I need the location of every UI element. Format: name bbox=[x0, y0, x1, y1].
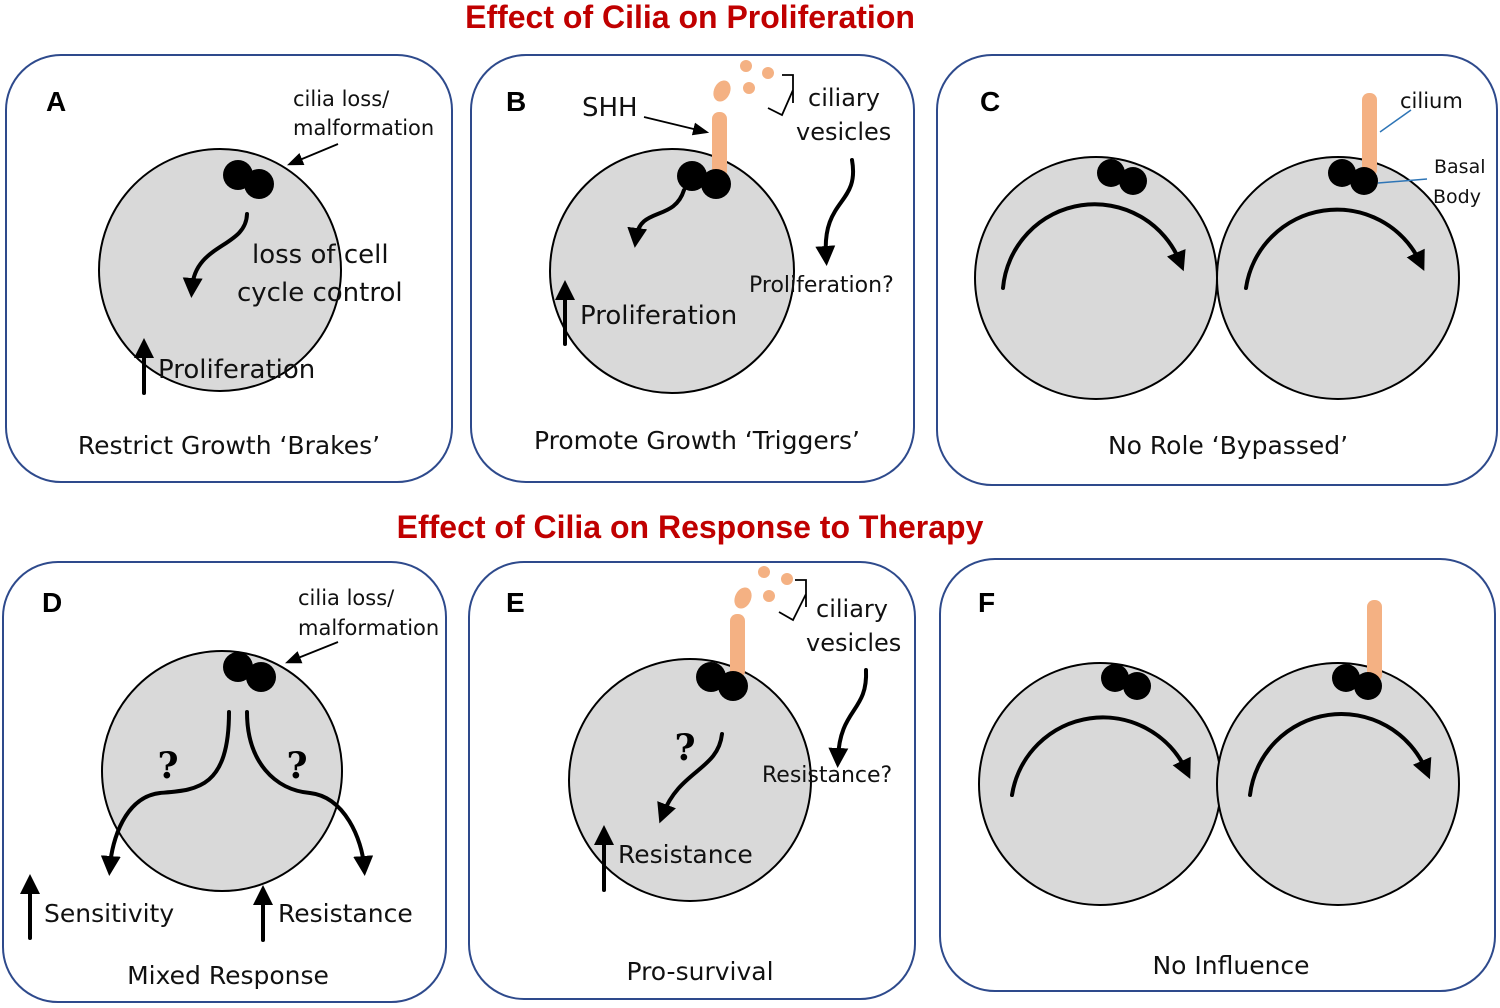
panel-a-inner-1: loss of cell bbox=[252, 240, 389, 270]
panel-f-left-cycle-arrow bbox=[1010, 715, 1191, 797]
panel-d-right-label: Resistance bbox=[278, 899, 413, 928]
panel-a-inner-2: cycle control bbox=[237, 278, 403, 308]
panel-a-arrow-label: Proliferation bbox=[158, 355, 315, 385]
panel-c-basal-label-2: Body bbox=[1433, 186, 1481, 208]
panel-b-basal-body-1 bbox=[677, 161, 707, 191]
panel-c-letter: C bbox=[980, 86, 1000, 117]
panel-f-cell-right bbox=[1216, 662, 1460, 906]
panel-b-vesicle-2 bbox=[740, 60, 752, 72]
panel-b-basal-body-2 bbox=[701, 169, 731, 199]
panel-d-letter: D bbox=[42, 587, 62, 618]
panel-e-arrow-label: Resistance bbox=[618, 840, 753, 869]
panel-a-letter: A bbox=[46, 86, 66, 117]
panel-c-left-basal-1 bbox=[1097, 159, 1125, 187]
panel-d-cell bbox=[101, 650, 343, 892]
panel-b-arrow-label: Proliferation bbox=[580, 301, 737, 331]
panel-e-question: Resistance? bbox=[762, 763, 892, 788]
panel-a-cell bbox=[98, 148, 342, 392]
panel-b-signal-arrow bbox=[627, 188, 686, 248]
panel-c-left-cycle-arrow bbox=[1001, 202, 1186, 290]
panel-b-caption: Promote Growth ‘Triggers’ bbox=[534, 426, 860, 455]
panel-f-right-basal-2 bbox=[1354, 672, 1382, 700]
panel-b-ligand-pointer bbox=[643, 116, 710, 136]
panel-e-vesicle-arrow bbox=[828, 668, 869, 768]
panel-c-left-basal-2 bbox=[1119, 167, 1147, 195]
panel-a-signal-arrow bbox=[182, 212, 249, 298]
panel-c-right-basal-2 bbox=[1350, 167, 1378, 195]
panel-a-pointer-arrow bbox=[287, 143, 339, 166]
panel-d-basal-body-1 bbox=[223, 652, 253, 682]
panel-c: C cilium Basal Body No Role ‘Bypassed’ bbox=[936, 54, 1498, 486]
panel-b-cilium bbox=[712, 112, 727, 178]
panel-b-vesicles-2: vesicles bbox=[796, 118, 891, 146]
panel-d-right-arrow bbox=[245, 710, 374, 876]
panel-e-cilium bbox=[730, 614, 745, 678]
panel-c-cell-right bbox=[1216, 156, 1460, 400]
panel-f-right-basal-1 bbox=[1332, 664, 1360, 692]
panel-b-vesicle-bracket bbox=[767, 74, 794, 117]
panel-d-left-label: Sensitivity bbox=[44, 899, 174, 928]
panel-e-cell bbox=[568, 658, 812, 902]
panel-b-cell bbox=[549, 148, 795, 394]
panel-f: F No Influence bbox=[939, 558, 1496, 992]
panel-c-basal-label-1: Basal bbox=[1434, 156, 1486, 178]
panel-a-annotation-2: malformation bbox=[293, 116, 434, 140]
panel-a-caption: Restrict Growth ‘Brakes’ bbox=[78, 431, 380, 460]
panel-b-question: Proliferation? bbox=[749, 273, 894, 298]
panel-e-vesicles-1: ciliary bbox=[816, 595, 888, 623]
panel-d-question-left: ? bbox=[157, 745, 178, 787]
panel-d-annotation-1: cilia loss/ bbox=[298, 586, 395, 610]
panel-d-question-right: ? bbox=[286, 745, 307, 787]
panel-f-left-basal-2 bbox=[1123, 672, 1151, 700]
panel-b-vesicle-arrow bbox=[815, 158, 856, 266]
panel-c-caption: No Role ‘Bypassed’ bbox=[1108, 431, 1348, 460]
panel-f-cilium bbox=[1367, 600, 1382, 682]
panel-f-left-basal-1 bbox=[1101, 664, 1129, 692]
panel-c-right-cycle-arrow bbox=[1244, 207, 1425, 290]
panel-c-basal-pointer bbox=[1377, 178, 1428, 184]
panel-e-vesicle-1 bbox=[734, 587, 752, 609]
panel-e-vesicles-2: vesicles bbox=[806, 629, 901, 657]
panel-c-cilium-label: cilium bbox=[1400, 89, 1463, 113]
panel-d-left-arrow bbox=[100, 710, 231, 876]
panel-c-right-basal-1 bbox=[1328, 159, 1356, 187]
panel-e: E ciliary vesicles Resistance? ? Resista… bbox=[468, 561, 916, 1000]
panel-d-pointer-arrow bbox=[284, 641, 339, 664]
panel-d: D cilia loss/ malformation ? ? Sensitivi… bbox=[2, 561, 447, 1003]
panel-e-vesicle-2 bbox=[758, 566, 770, 578]
title-therapy: Effect of Cilia on Response to Therapy bbox=[397, 509, 984, 545]
panel-f-right-cycle-arrow bbox=[1248, 712, 1432, 797]
panel-f-letter: F bbox=[978, 587, 995, 618]
panel-a-basal-body-2 bbox=[244, 169, 274, 199]
panel-d-caption: Mixed Response bbox=[127, 961, 329, 990]
panel-d-basal-body-2 bbox=[246, 662, 276, 692]
panel-e-vesicle-3 bbox=[781, 573, 793, 585]
panel-e-signal-arrow bbox=[657, 732, 724, 824]
panel-e-vesicle-4 bbox=[763, 590, 775, 602]
panel-c-cilium-pointer bbox=[1379, 109, 1412, 133]
panel-b: B SHH ciliary vesicles Proliferation? Pr… bbox=[470, 54, 915, 483]
panel-b-vesicle-1 bbox=[713, 80, 731, 102]
panel-b-vesicle-4 bbox=[743, 82, 755, 94]
panel-e-letter: E bbox=[506, 587, 525, 618]
panel-b-letter: B bbox=[506, 86, 526, 117]
panel-b-vesicles-1: ciliary bbox=[808, 84, 880, 112]
panel-a: A cilia loss/ malformation loss of cell … bbox=[5, 54, 453, 483]
panel-e-question-mark: ? bbox=[674, 727, 695, 769]
title-proliferation: Effect of Cilia on Proliferation bbox=[465, 0, 915, 35]
panel-c-cilium bbox=[1362, 93, 1377, 177]
panel-d-annotation-2: malformation bbox=[298, 616, 439, 640]
panel-b-ligand-label: SHH bbox=[582, 93, 638, 123]
panel-c-cell-left bbox=[974, 156, 1218, 400]
panel-e-vesicle-bracket bbox=[778, 579, 807, 622]
panel-a-annotation-1: cilia loss/ bbox=[293, 87, 390, 111]
panel-f-caption: No Influence bbox=[1152, 951, 1309, 980]
panel-b-vesicle-3 bbox=[762, 67, 774, 79]
panel-e-basal-body-2 bbox=[718, 671, 748, 701]
panel-e-caption: Pro-survival bbox=[626, 957, 773, 986]
